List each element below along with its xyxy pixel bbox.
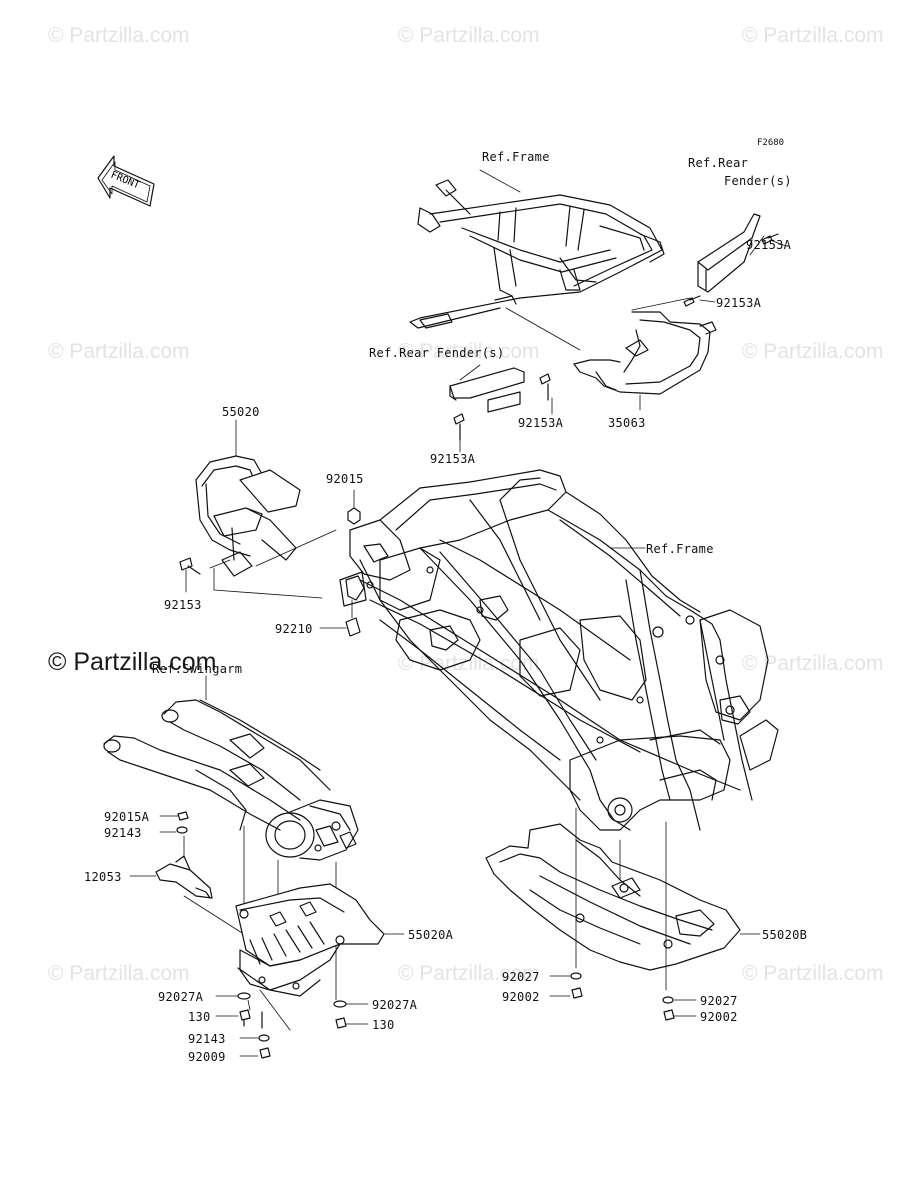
part-92015A-label: 92015A — [104, 810, 150, 824]
part-92002-label: 92002 — [700, 1010, 738, 1024]
part-55020A-label: 55020A — [408, 928, 454, 942]
watermark: © Partzilla.com — [742, 652, 884, 675]
main-frame — [339, 469, 779, 831]
watermark: © Partzilla.com — [398, 962, 540, 985]
part-92153A-label: 92153A — [518, 416, 564, 430]
part-92002-label: 92002 — [502, 990, 540, 1004]
watermark: © Partzilla.com — [48, 24, 190, 47]
watermark: © Partzilla.com — [742, 962, 884, 985]
grab-bar — [573, 311, 717, 395]
rear-fender-bracket-mid — [449, 367, 525, 413]
part-55020B-label: 55020B — [762, 928, 808, 942]
part-92015-label: 92015 — [326, 472, 364, 486]
part-12053-label: 12053 — [84, 870, 122, 884]
part-92143-label: 92143 — [188, 1032, 226, 1046]
part-92153A-label: 92153A — [746, 238, 792, 252]
watermark-bold: © Partzilla.com — [48, 648, 217, 676]
watermark: © Partzilla.com — [48, 340, 190, 363]
watermark: © Partzilla.com — [742, 24, 884, 47]
ref-rear-fender-mid-label: Ref.Rear Fender(s) — [369, 346, 505, 360]
part-92153A-label: 92153A — [716, 296, 762, 310]
part-130-label: 130 — [188, 1010, 211, 1024]
swingarm-guard — [235, 883, 385, 997]
ref-swingarm-label: Ref.Swingarm — [152, 662, 243, 676]
part-92210-label: 92210 — [275, 622, 313, 636]
part-55020-label: 55020 — [222, 405, 260, 419]
part-92027-label: 92027 — [700, 994, 738, 1008]
chain-slider — [155, 855, 213, 899]
watermark: © Partzilla.com — [398, 24, 540, 47]
watermark: © Partzilla.com — [48, 962, 190, 985]
part-92153-label: 92153 — [164, 598, 202, 612]
rear-guard — [195, 455, 301, 577]
skid-plate — [485, 823, 741, 971]
front-arrow-icon — [97, 155, 155, 207]
swingarm — [103, 699, 359, 861]
diagram-code: F2680 — [757, 138, 785, 148]
part-92027A-label: 92027A — [158, 990, 204, 1004]
part-92009-label: 92009 — [188, 1050, 226, 1064]
ref-frame-top-label: Ref.Frame — [482, 150, 550, 164]
part-92143-label: 92143 — [104, 826, 142, 840]
ref-rear-fender-top-label-1: Ref.Rear — [688, 156, 749, 170]
ref-rear-fender-top-label-2: Fender(s) — [724, 174, 792, 188]
watermark: © Partzilla.com — [398, 340, 540, 363]
rear-subframe — [409, 179, 665, 329]
part-130-label: 130 — [372, 1018, 395, 1032]
rear-fender-bracket — [697, 213, 761, 293]
watermark: © Partzilla.com — [742, 340, 884, 363]
part-35063-label: 35063 — [608, 416, 646, 430]
part-92153A-label: 92153A — [430, 452, 476, 466]
ref-frame-main-label: Ref.Frame — [646, 542, 714, 556]
part-92027-label: 92027 — [502, 970, 540, 984]
part-92027A-label: 92027A — [372, 998, 418, 1012]
watermark: © Partzilla.com — [398, 652, 540, 675]
